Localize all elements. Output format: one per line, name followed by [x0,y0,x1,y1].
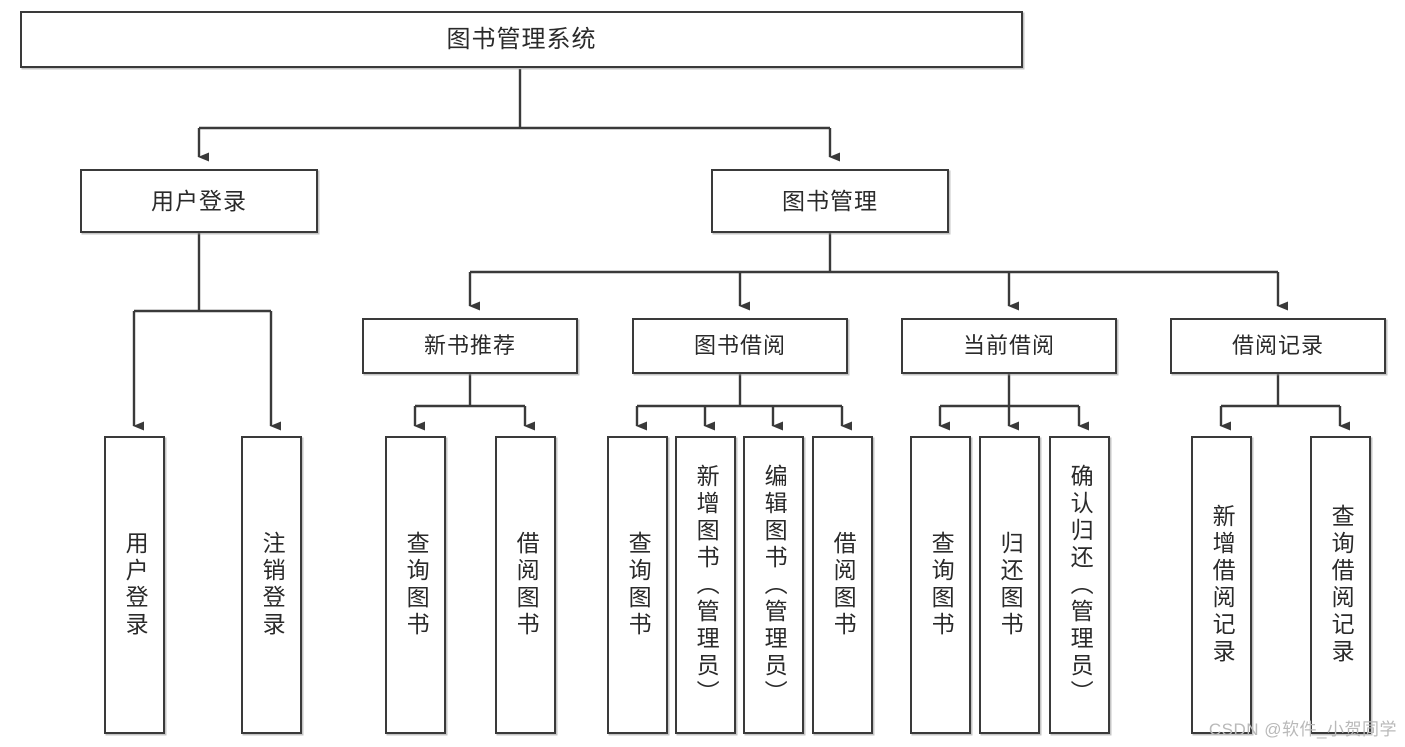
node-label: 当前借阅 [962,333,1055,359]
node-leaf-query-book-2[interactable]: 查询图书 [607,436,668,734]
node-leaf-query-book-1[interactable]: 查询图书 [385,436,446,734]
node-label: 查询图书 [625,531,652,639]
node-leaf-add-record[interactable]: 新增借阅记录 [1191,436,1252,734]
node-label: 借阅图书 [513,531,540,639]
node-user-login[interactable]: 用户登录 [80,169,318,233]
node-label: 确认归还（管理员） [1067,463,1094,707]
node-label: 用户登录 [151,187,247,214]
node-label: 新增图书（管理员） [693,463,720,707]
watermark-text: CSDN @软件_小贺同学 [1208,720,1397,739]
node-label: 注销登录 [259,531,286,639]
node-label: 新增借阅记录 [1209,504,1236,666]
node-label: 查询图书 [928,531,955,639]
node-leaf-query-record[interactable]: 查询借阅记录 [1310,436,1371,734]
node-leaf-logout-login[interactable]: 注销登录 [241,436,302,734]
node-label: 查询图书 [403,531,430,639]
node-borrow-record[interactable]: 借阅记录 [1170,318,1386,374]
node-leaf-add-book[interactable]: 新增图书（管理员） [675,436,736,734]
node-leaf-borrow-book-2[interactable]: 借阅图书 [812,436,873,734]
node-book-borrow[interactable]: 图书借阅 [632,318,848,374]
node-root-system[interactable]: 图书管理系统 [20,11,1023,68]
node-label: 图书管理系统 [446,25,597,53]
node-label: 用户登录 [122,531,149,639]
node-label: 查询借阅记录 [1328,504,1355,666]
node-current-borrow[interactable]: 当前借阅 [901,318,1117,374]
node-label: 编辑图书（管理员） [761,463,788,707]
node-leaf-user-login[interactable]: 用户登录 [104,436,165,734]
node-leaf-borrow-book-1[interactable]: 借阅图书 [495,436,556,734]
node-label: 归还图书 [997,531,1024,639]
node-label: 图书借阅 [693,333,786,359]
node-label: 借阅图书 [830,531,857,639]
node-label: 借阅记录 [1231,333,1324,359]
node-label: 图书管理 [782,187,878,214]
node-label: 新书推荐 [423,333,516,359]
node-leaf-confirm-return[interactable]: 确认归还（管理员） [1049,436,1110,734]
node-new-book-rec[interactable]: 新书推荐 [362,318,578,374]
node-leaf-edit-book[interactable]: 编辑图书（管理员） [743,436,804,734]
node-book-manage[interactable]: 图书管理 [711,169,949,233]
node-leaf-query-book-3[interactable]: 查询图书 [910,436,971,734]
node-leaf-return-book[interactable]: 归还图书 [979,436,1040,734]
